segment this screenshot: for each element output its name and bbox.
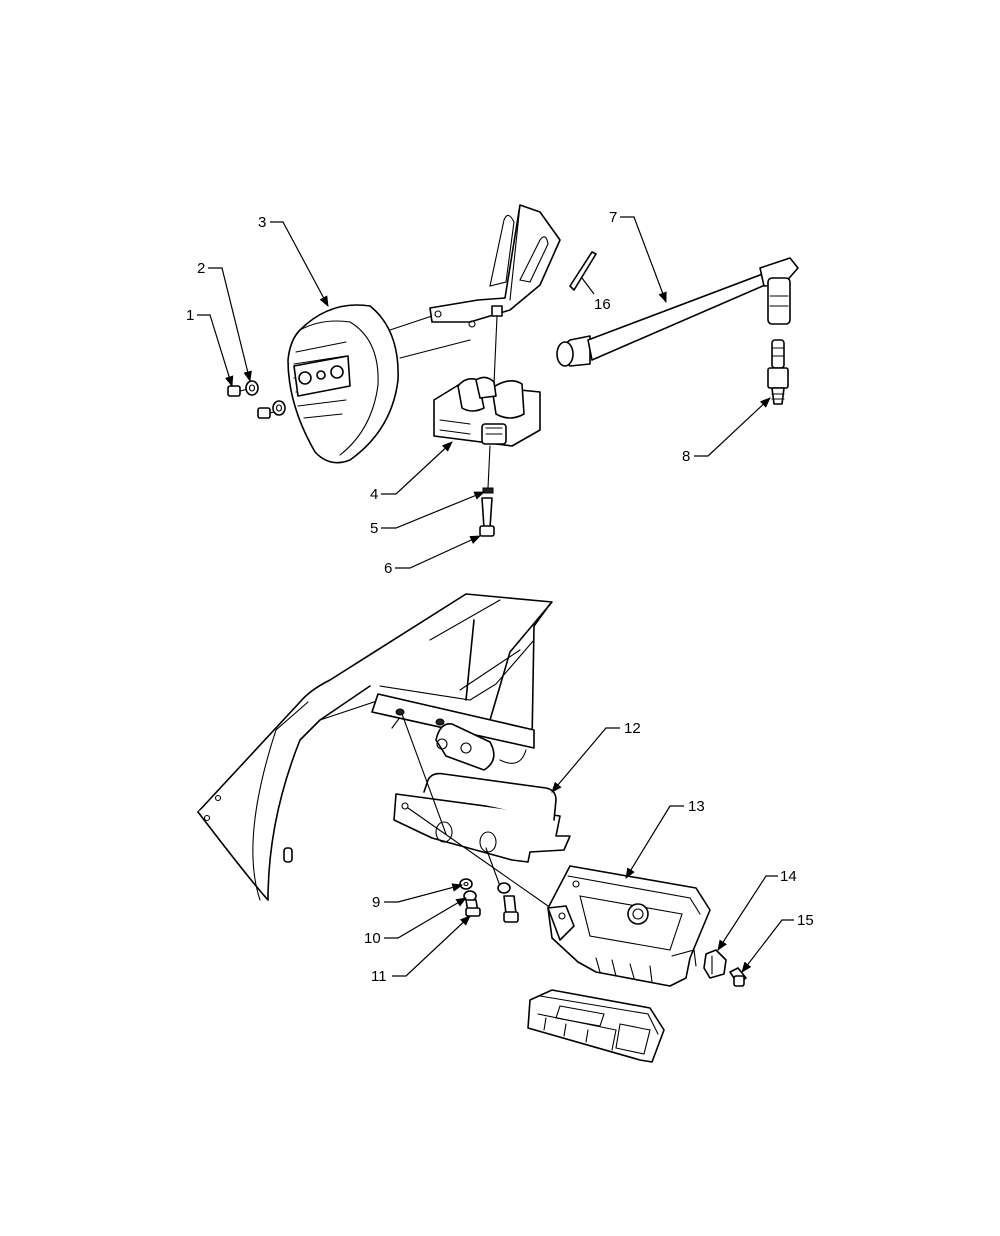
washer-part-9 [459, 878, 473, 890]
callout-16: 16 [581, 277, 611, 313]
ecu-housing [547, 865, 711, 987]
callout-7: 7 [609, 209, 667, 304]
spark-plug-wire [556, 257, 799, 367]
callout-label-8: 8 [682, 448, 690, 465]
screw-part-1 [227, 385, 275, 419]
alignment-line [407, 807, 549, 907]
callout-3: 3 [258, 214, 329, 307]
alignment-line [401, 713, 447, 835]
ignition-coil [433, 376, 541, 447]
callout-14: 14 [717, 868, 797, 951]
callout-15: 15 [741, 912, 814, 973]
alignment-line [389, 315, 433, 331]
callout-label-1: 1 [186, 307, 194, 324]
callout-10: 10 [364, 897, 467, 947]
mounting-bracket [429, 204, 561, 328]
callout-4: 4 [370, 441, 453, 503]
spark-plug [767, 339, 789, 405]
callout-label-15: 15 [797, 912, 814, 929]
ecu-mounting-plate [393, 772, 571, 863]
callout-13: 13 [625, 798, 705, 879]
callout-label-14: 14 [780, 868, 797, 885]
callout-8: 8 [682, 397, 771, 465]
callout-label-9: 9 [372, 894, 380, 911]
washer-part-5 [482, 487, 494, 494]
bolt-part-6 [479, 497, 495, 537]
alignment-line [399, 339, 471, 359]
bolt-part-11 [465, 895, 519, 923]
alignment-line [493, 315, 498, 385]
callout-label-3: 3 [258, 214, 266, 231]
clip-part-16 [569, 251, 597, 291]
ecu-module [527, 989, 665, 1063]
clip-part-14 [703, 949, 727, 979]
callout-12: 12 [551, 720, 641, 793]
alignment-line [487, 445, 491, 489]
callout-2: 2 [197, 260, 252, 383]
screw-part-15 [729, 967, 747, 987]
callout-label-5: 5 [370, 520, 378, 537]
callout-label-16: 16 [594, 296, 611, 313]
washer-part-2 [245, 380, 286, 416]
frame-chassis [197, 593, 553, 901]
callout-label-12: 12 [624, 720, 641, 737]
callout-label-11: 11 [371, 968, 387, 985]
callout-label-10: 10 [364, 930, 381, 947]
callout-label-13: 13 [688, 798, 705, 815]
callout-11: 11 [371, 915, 471, 985]
ignition-cover [287, 304, 399, 464]
callout-6: 6 [384, 535, 481, 577]
callout-label-6: 6 [384, 560, 392, 577]
callout-label-7: 7 [609, 209, 617, 226]
callout-label-4: 4 [370, 486, 378, 503]
callout-9: 9 [372, 883, 464, 911]
callout-1: 1 [186, 307, 234, 388]
callout-label-2: 2 [197, 260, 205, 277]
callout-5: 5 [370, 491, 485, 537]
